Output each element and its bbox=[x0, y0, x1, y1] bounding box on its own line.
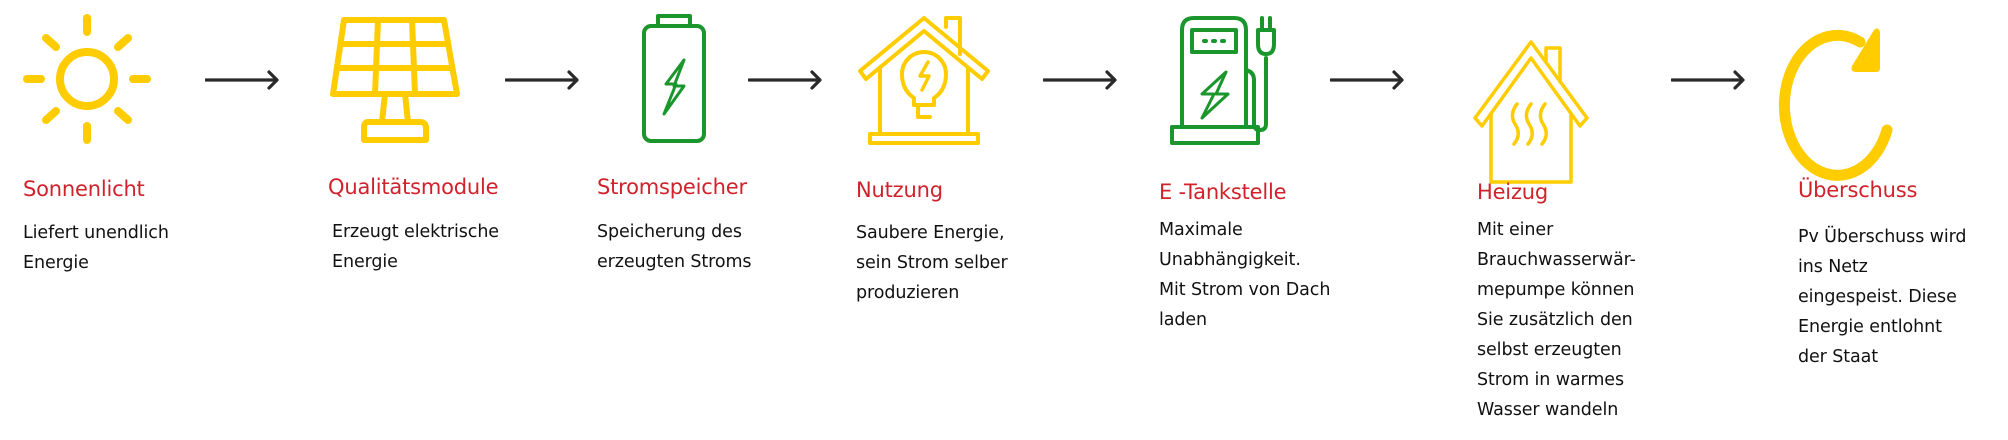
house-lightbulb-icon bbox=[858, 14, 992, 146]
arrow-right-icon bbox=[1329, 70, 1404, 90]
step-description-e-tankstelle: Maximale Unabhängigkeit. Mit Strom von D… bbox=[1159, 220, 1331, 330]
battery-icon bbox=[640, 14, 708, 144]
step-title-heizug: Heizug bbox=[1477, 180, 1549, 204]
house-heating-icon bbox=[1472, 38, 1590, 186]
solar-panel-icon bbox=[330, 16, 460, 144]
ev-charging-station-icon bbox=[1168, 14, 1284, 146]
step-title-stromspeicher: Stromspeicher bbox=[597, 175, 747, 199]
step-description-qualitaetsmodule: Erzeugt elektrische Energie bbox=[332, 222, 499, 272]
arrow-right-icon bbox=[204, 70, 279, 90]
step-title-qualitaetsmodule: Qualitätsmodule bbox=[328, 175, 499, 199]
step-title-e-tankstelle: E -Tankstelle bbox=[1159, 180, 1287, 204]
arrow-right-icon bbox=[747, 70, 822, 90]
step-title-ueberschuss: Überschuss bbox=[1798, 178, 1918, 202]
refresh-cycle-icon bbox=[1778, 26, 1906, 196]
arrow-right-icon bbox=[1670, 70, 1745, 90]
sun-icon bbox=[20, 12, 156, 148]
step-description-nutzung: Saubere Energie, sein Strom selber produ… bbox=[856, 223, 1008, 303]
step-description-sonnenlicht: Liefert unendlich Energie bbox=[23, 223, 169, 273]
step-description-ueberschuss: Pv Überschuss wird ins Netz eingespeist.… bbox=[1798, 227, 1967, 367]
step-title-nutzung: Nutzung bbox=[856, 178, 943, 202]
arrow-right-icon bbox=[1042, 70, 1117, 90]
step-description-stromspeicher: Speicherung des erzeugten Stroms bbox=[597, 222, 752, 272]
arrow-right-icon bbox=[504, 70, 579, 90]
step-title-sonnenlicht: Sonnenlicht bbox=[23, 177, 145, 201]
step-description-heizug: Mit einer Brauchwasserwär- mepumpe könne… bbox=[1477, 220, 1636, 420]
